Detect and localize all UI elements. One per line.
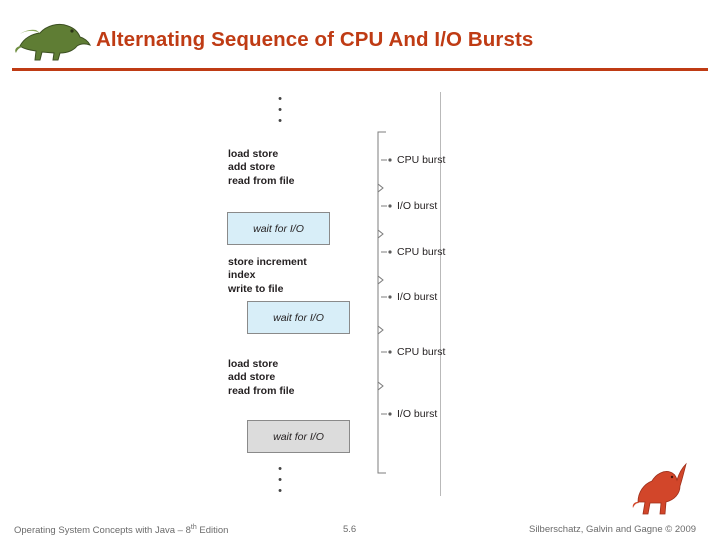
bottom-ellipsis: • • • [278,463,282,497]
top-ellipsis: • • • [278,93,282,127]
cpu-io-burst-figure: • • • load store add store read from fil… [222,92,482,504]
burst-label-2: I/O burst [397,200,438,212]
page-title: Alternating Sequence of CPU And I/O Burs… [96,28,534,51]
io-wait-box-1: wait for I/O [227,212,330,245]
footer-edition: Operating System Concepts with Java – 8t… [14,524,229,537]
io-wait-box-2: wait for I/O [247,301,350,334]
footer-copyright: Silberschatz, Galvin and Gagne © 2009 [529,524,697,535]
burst-brackets: CPU burst I/O burst CPU burst I/O burst … [368,130,482,474]
code-block-3: load store add store read from file [228,358,295,397]
burst-label-5: CPU burst [397,346,446,358]
title-divider [12,68,708,71]
io-wait-box-3: wait for I/O [247,420,350,453]
dinosaur-logo-icon [14,16,94,62]
figure-vertical-divider [440,92,441,496]
code-block-2: store increment index write to file [228,256,307,295]
burst-label-3: CPU burst [397,246,446,258]
footer-page-number: 5.6 [343,524,357,535]
dinosaur-decoration-icon [630,462,688,520]
burst-label-6: I/O burst [397,408,438,420]
burst-label-1: CPU burst [397,154,446,166]
code-block-1: load store add store read from file [228,148,295,187]
burst-label-4: I/O burst [397,291,438,303]
